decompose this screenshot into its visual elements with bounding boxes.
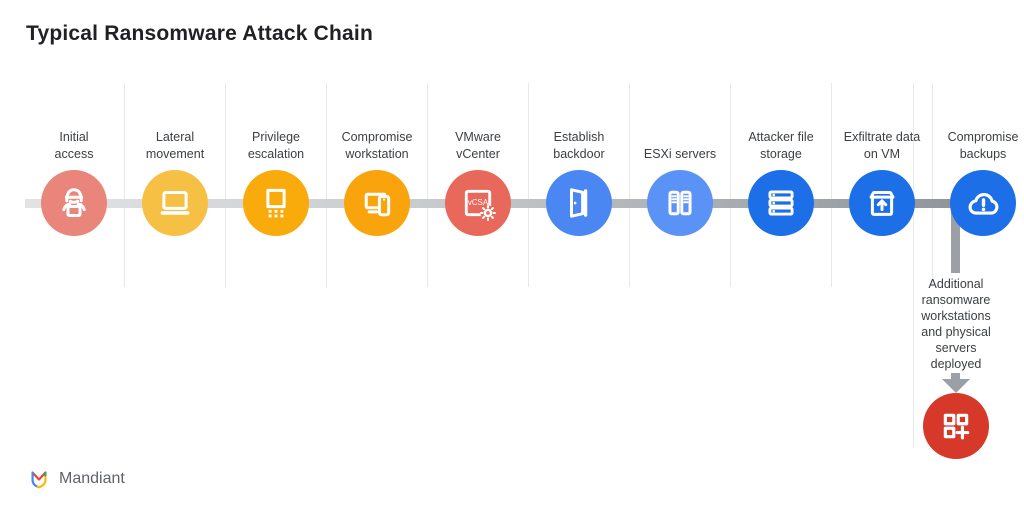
label-zone: Privilege escalation: [226, 83, 326, 162]
step-circle-lateral-movement: [142, 170, 208, 236]
step-label: Initial access: [54, 130, 94, 161]
step-circle-establish-backdoor: [546, 170, 612, 236]
branch-connector: [951, 203, 960, 273]
label-zone: Attacker file storage: [731, 83, 831, 162]
step-vmware-vcenter: VMware vCenter vCSA: [427, 83, 528, 287]
attack-chain-row: Initial access Lateral movement: [24, 83, 1018, 287]
down-arrow-stem: [951, 373, 960, 380]
step-esxi-servers: ESXi servers: [629, 83, 730, 287]
down-arrow-icon: [942, 379, 970, 393]
step-circle-esxi-servers: [647, 170, 713, 236]
step-circle-compromise-backups: [950, 170, 1016, 236]
step-circle-exfiltrate-data: [849, 170, 915, 236]
file-storage-icon: [768, 190, 794, 216]
label-zone: Establish backdoor: [529, 83, 629, 162]
hacker-icon: [62, 188, 86, 217]
open-door-icon: [570, 188, 588, 218]
apps-plus-icon: [943, 413, 970, 440]
step-privilege-escalation: Privilege escalation: [225, 83, 326, 287]
laptop-icon: [160, 191, 190, 215]
step-circle-privilege-escalation: [243, 170, 309, 236]
step-lateral-movement: Lateral movement: [124, 83, 225, 287]
label-zone: Initial access: [24, 83, 124, 162]
label-zone: Exfiltrate data on VM: [832, 83, 932, 162]
step-label: Establish backdoor: [553, 130, 605, 161]
label-zone: Compromise workstation: [327, 83, 427, 162]
step-label: Compromise backups: [947, 130, 1019, 161]
branch-label: Additional ransomware workstations and p…: [921, 277, 991, 371]
step-initial-access: Initial access: [24, 83, 124, 287]
brand-name: Mandiant: [59, 470, 125, 487]
step-label: ESXi servers: [643, 146, 717, 161]
step-compromise-backups: Compromise backups: [932, 83, 1024, 287]
step-establish-backdoor: Establish backdoor: [528, 83, 629, 287]
step-label: Privilege escalation: [247, 130, 305, 161]
branch-circle-servers-deployed: [923, 393, 989, 459]
vcsa-label: vCSA: [468, 198, 489, 207]
window-dots-icon: [266, 188, 286, 218]
mandiant-logo-icon: [31, 471, 47, 489]
cloud-alert-icon: [968, 192, 998, 215]
column-divider-tall: [913, 83, 914, 448]
step-attacker-file-storage: Attacker file storage: [730, 83, 831, 287]
label-zone: VMware vCenter: [428, 83, 528, 162]
step-label: Exfiltrate data on VM: [843, 130, 921, 161]
label-zone: Lateral movement: [125, 83, 225, 162]
step-label: Compromise workstation: [341, 130, 413, 161]
step-circle-compromise-workstation: [344, 170, 410, 236]
step-circle-attacker-file-storage: [748, 170, 814, 236]
brand-footer: Mandiant: [28, 467, 125, 491]
label-zone: Compromise backups: [933, 83, 1024, 162]
step-label: VMware vCenter: [455, 130, 501, 161]
step-circle-initial-access: [41, 170, 107, 236]
vcsa-gear-icon: vCSA: [464, 189, 496, 221]
export-box-icon: [869, 191, 895, 216]
step-compromise-workstation: Compromise workstation: [326, 83, 427, 287]
server-towers-icon: [668, 190, 692, 216]
label-zone: ESXi servers: [630, 83, 730, 162]
step-circle-vmware-vcenter: vCSA: [445, 170, 511, 236]
step-label: Lateral movement: [145, 130, 205, 161]
devices-icon: [364, 192, 391, 217]
step-label: Attacker file storage: [748, 130, 814, 161]
step-exfiltrate-data: Exfiltrate data on VM: [831, 83, 932, 287]
page-title: Typical Ransomware Attack Chain: [26, 22, 373, 45]
